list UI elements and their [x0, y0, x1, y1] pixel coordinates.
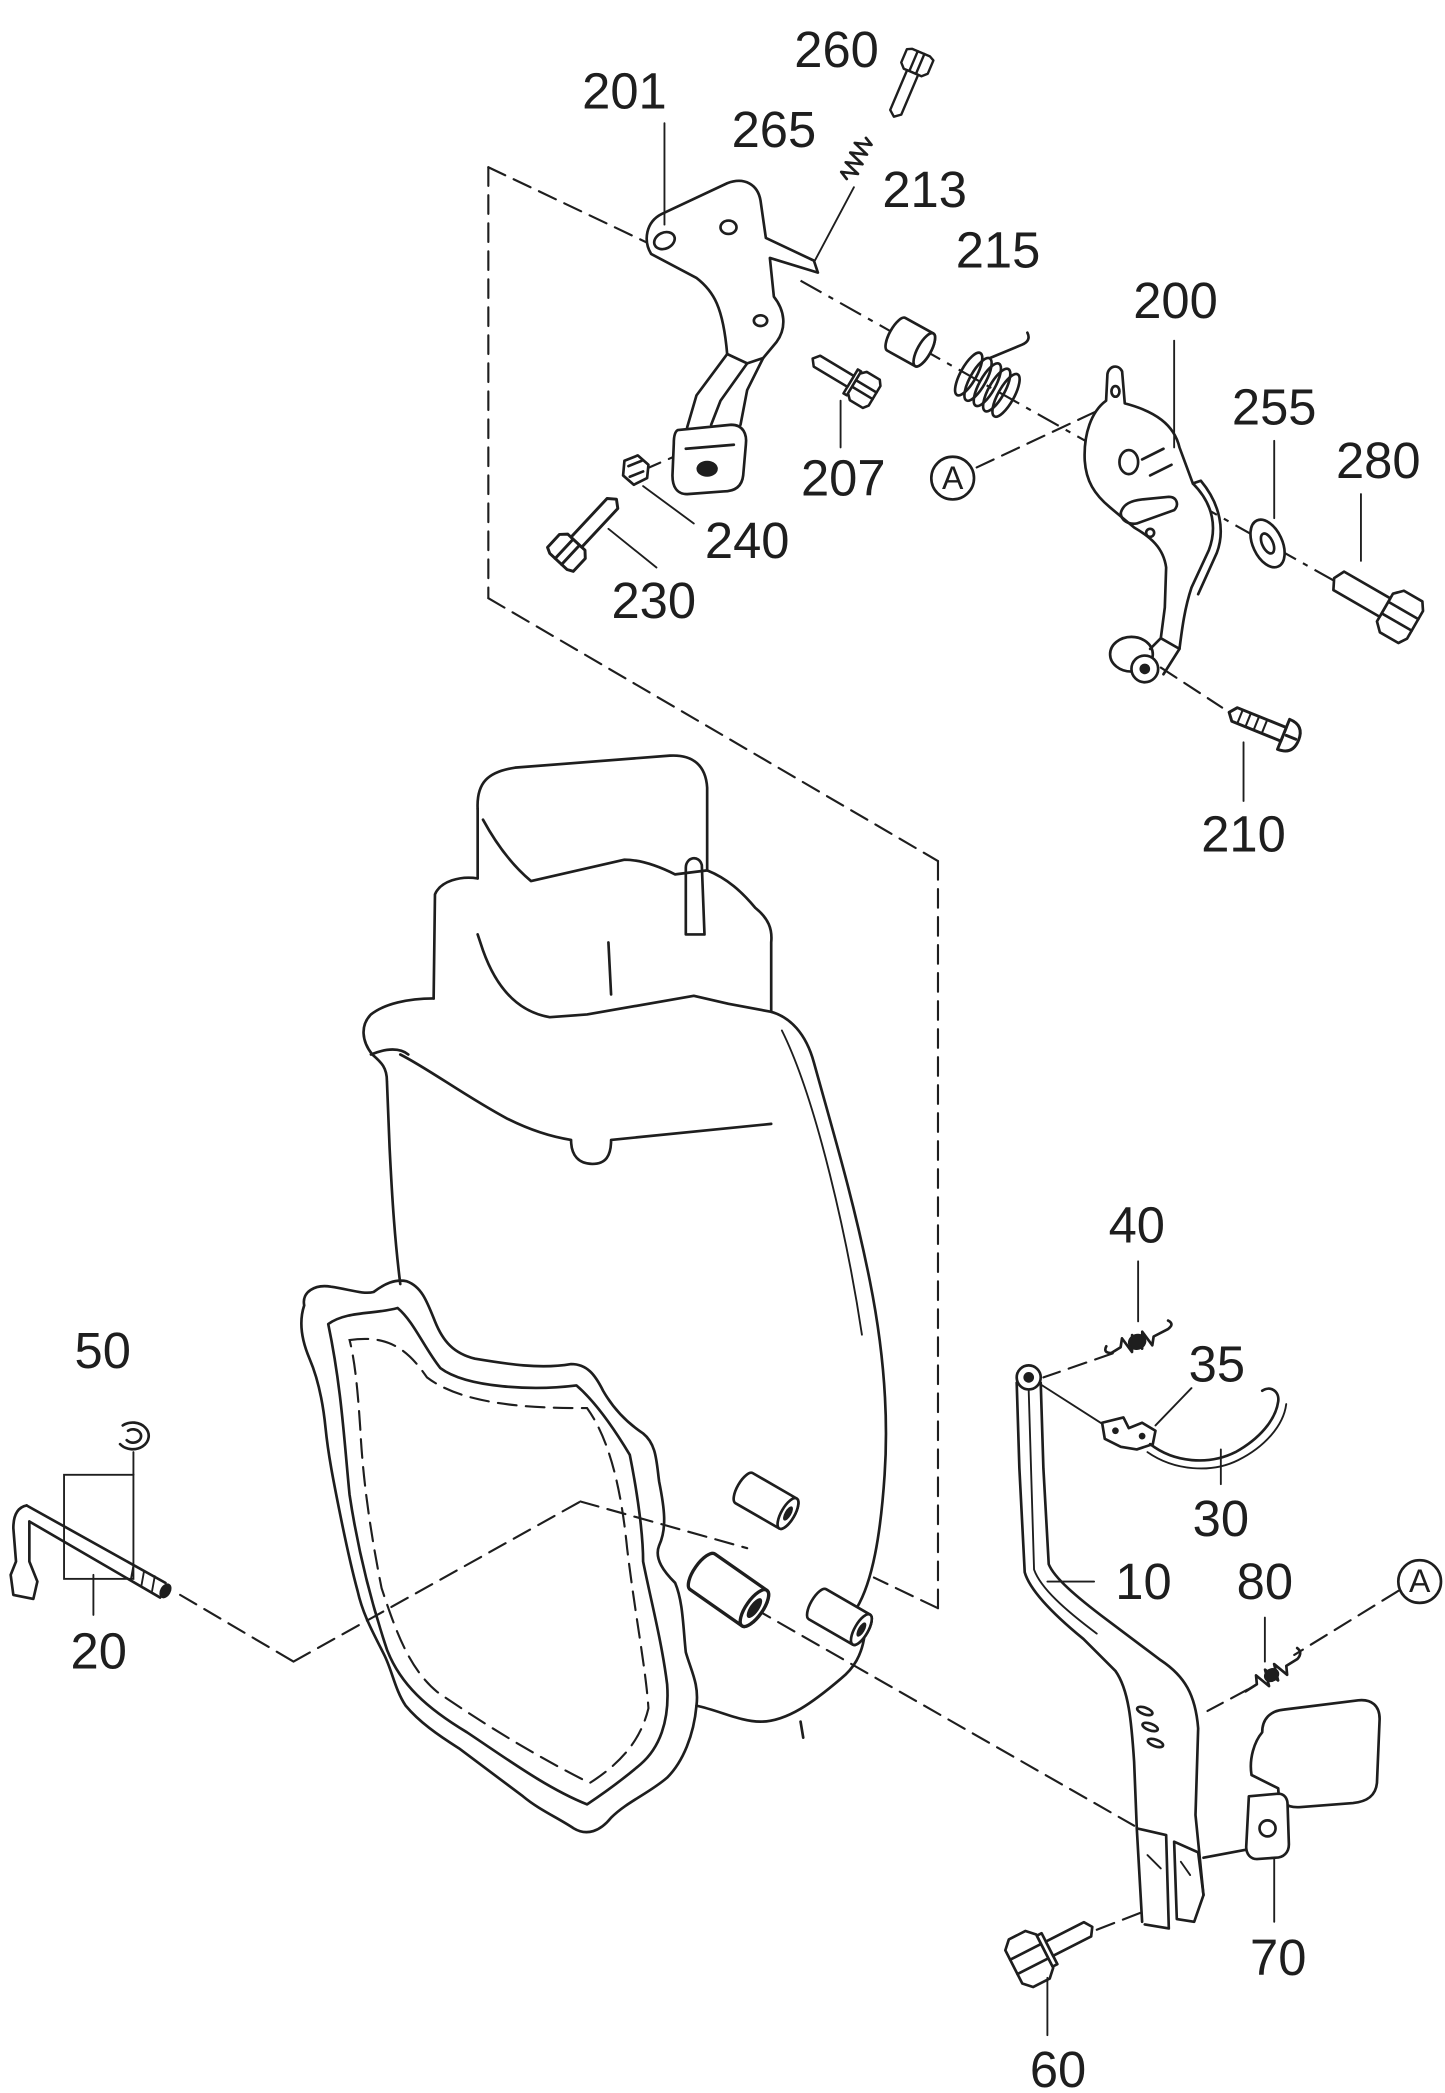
part-label-240: 240: [705, 512, 790, 569]
engine-block: [300, 754, 888, 1834]
callout-a-upper-text: A: [942, 460, 964, 496]
part-label-70: 70: [1250, 1929, 1306, 1986]
part-35-bracket: [1100, 1416, 1157, 1451]
part-213-bushing: [884, 316, 937, 368]
part-label-200: 200: [1133, 272, 1218, 329]
part-260-bolt: [889, 47, 935, 118]
leader-lines: [92, 122, 1362, 2037]
dowel-bushing-middle: [686, 1551, 771, 1629]
part-label-255: 255: [1232, 379, 1317, 436]
part-labels: 260 201 265 213 215 200 255 280 207 240 …: [71, 21, 1421, 2093]
part-10-lever: [1015, 1364, 1205, 1930]
part-50-clip: [118, 1421, 151, 1451]
part-201-bracket: [645, 179, 820, 496]
part-30-wire-spring: [1146, 1387, 1288, 1470]
part-label-280: 280: [1336, 432, 1421, 489]
part-label-40: 40: [1109, 1197, 1165, 1254]
part-label-230: 230: [611, 572, 696, 629]
part-215-spring: [953, 331, 1030, 419]
part-label-213: 213: [882, 161, 967, 218]
part-265-spring: [839, 136, 873, 181]
part-280-bolt: [1332, 570, 1425, 645]
part-210-screw: [1227, 706, 1302, 753]
part-label-60: 60: [1030, 2041, 1086, 2093]
part-255-washer: [1249, 518, 1286, 569]
part-label-50: 50: [75, 1322, 131, 1379]
part-70-plate: [1202, 1698, 1381, 1861]
part-label-80: 80: [1237, 1553, 1293, 1610]
callout-a-lower: A: [1396, 1558, 1443, 1605]
part-200-lever: [1083, 365, 1223, 684]
part-230-bolt: [546, 497, 620, 573]
part-label-260: 260: [794, 21, 879, 78]
part-label-201: 201: [582, 63, 667, 120]
part-label-10: 10: [1115, 1553, 1171, 1610]
part-label-207: 207: [801, 449, 886, 506]
part-label-20: 20: [71, 1622, 127, 1679]
callout-a-upper: A: [929, 455, 976, 501]
part-20-rod: [9, 1473, 172, 1601]
part-40-spring: [1104, 1319, 1173, 1355]
callout-a-lower-text: A: [1409, 1563, 1431, 1599]
dowel-bushing-lower: [805, 1587, 874, 1647]
crankcase-flange: [300, 1279, 699, 1834]
part-label-30: 30: [1193, 1490, 1249, 1547]
part-label-210: 210: [1201, 806, 1286, 863]
dowel-bushing-upper: [732, 1471, 800, 1531]
part-label-35: 35: [1189, 1335, 1245, 1392]
part-label-265: 265: [732, 101, 817, 158]
part-label-215: 215: [956, 221, 1041, 278]
part-207-bolt: [811, 354, 882, 410]
part-60-bolt: [1003, 1920, 1094, 1989]
part-240-nut: [621, 454, 650, 487]
part-80-spring: [1244, 1646, 1302, 1693]
